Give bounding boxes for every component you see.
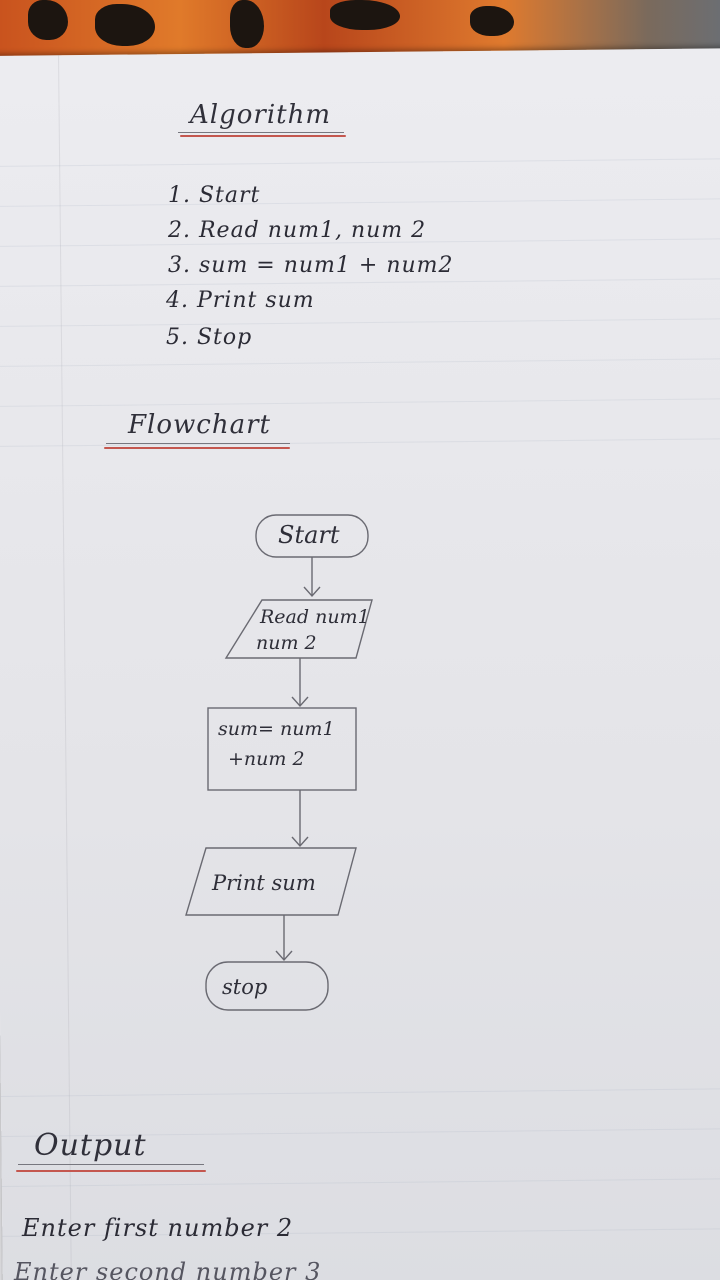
algorithm-step: 5. Stop	[166, 325, 253, 350]
arrow-head	[291, 836, 309, 848]
flowchart-heading-underline	[104, 447, 290, 449]
read-node-label-line2: num 2	[256, 632, 317, 654]
arrow-head	[275, 950, 293, 962]
output-line: Enter second number 3	[14, 1258, 322, 1280]
fabric-pattern	[230, 0, 264, 48]
process-node-label-line2: +num 2	[228, 748, 305, 770]
algorithm-heading-pencil-line	[178, 132, 344, 133]
fabric-pattern	[470, 6, 514, 36]
algorithm-step: 2. Read num1, num 2	[168, 218, 427, 243]
read-input-shape	[224, 599, 373, 659]
process-shape	[207, 707, 357, 791]
arrow-head	[303, 586, 321, 598]
fabric-pattern	[330, 0, 400, 30]
output-heading-pencil-line	[18, 1164, 204, 1165]
output-heading: Output	[34, 1128, 147, 1163]
stop-node-label: stop	[222, 975, 268, 999]
algorithm-step: 1. Start	[168, 183, 261, 208]
flowchart-heading: Flowchart	[128, 410, 271, 440]
process-node-label-line1: sum= num1	[218, 718, 335, 740]
flowchart-heading-pencil-line	[106, 443, 290, 444]
fabric-pattern	[95, 4, 155, 46]
output-line: Enter first number 2	[22, 1214, 294, 1242]
algorithm-heading: Algorithm	[190, 100, 331, 130]
output-heading-underline	[16, 1170, 206, 1172]
print-node-label: Print sum	[212, 871, 316, 895]
print-output-shape	[185, 847, 357, 916]
algorithm-step: 3. sum = num1 + num2	[168, 253, 454, 278]
arrow-head	[291, 696, 309, 708]
read-node-label-line1: Read num1	[260, 606, 370, 628]
algorithm-heading-underline	[180, 135, 346, 137]
fabric-pattern	[28, 0, 68, 40]
stop-terminal-shape	[205, 961, 329, 1011]
start-node-label: Start	[278, 521, 340, 549]
algorithm-step: 4. Print sum	[166, 288, 315, 313]
